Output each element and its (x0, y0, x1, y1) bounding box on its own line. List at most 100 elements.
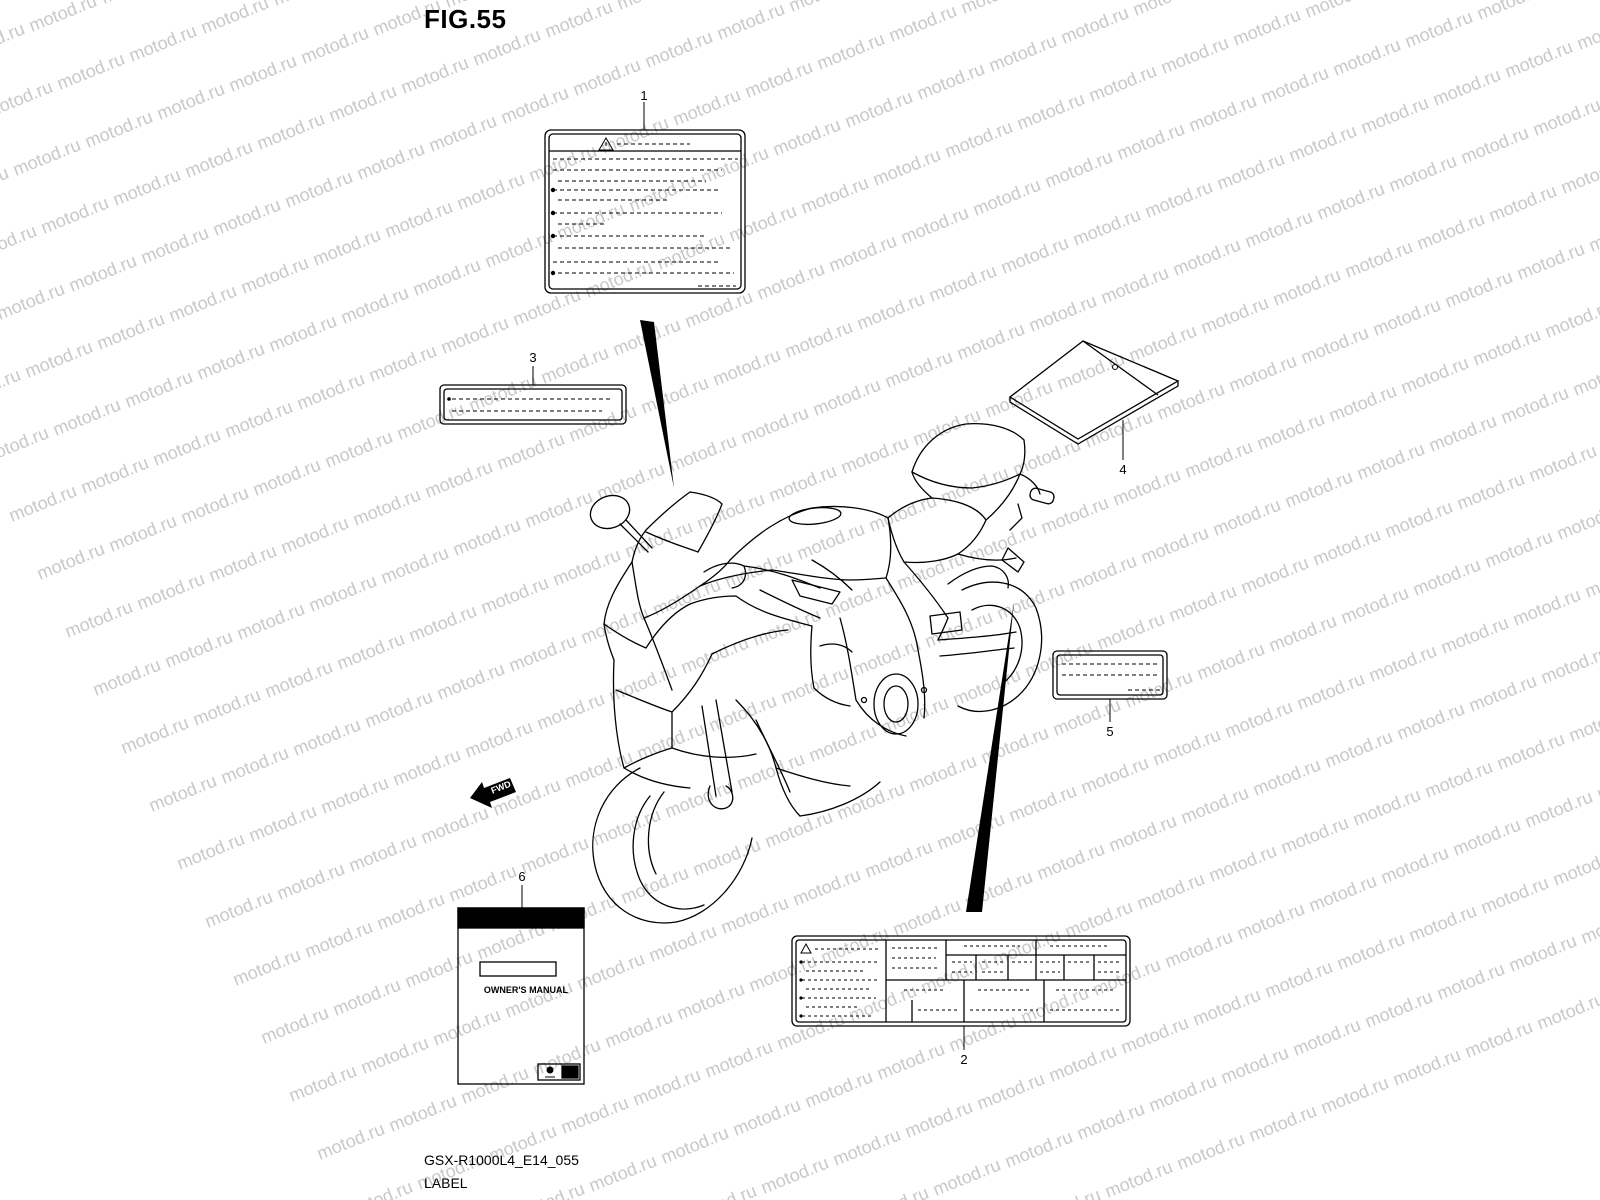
watermark-text: motod.ru (986, 31, 1059, 76)
watermark-text: motod.ru (1378, 843, 1451, 888)
warning-triangle-icon (598, 137, 614, 151)
watermark-text: motod.ru (1006, 781, 1079, 826)
watermark-text: motod.ru (926, 261, 999, 306)
watermark-text: motod.ru (870, 145, 943, 190)
watermark-text: motod.ru (1402, 7, 1475, 52)
watermark-text: motod.ru (1586, 211, 1600, 256)
watermark-text: motod.ru (294, 369, 367, 414)
watermark-text: motod.ru (1182, 437, 1255, 482)
watermark-text: motod.ru (1454, 469, 1527, 514)
watermark-text: motod.ru (1502, 37, 1575, 82)
watermark-text: motod.ru (830, 1125, 903, 1170)
watermark-text: motod.ru (398, 53, 471, 98)
watermark-text: motod.ru (150, 425, 223, 470)
watermark-text: motod.ru (94, 309, 167, 354)
watermark-text: motod.ru (818, 923, 891, 968)
watermark-text: motod.ru (658, 1123, 731, 1168)
watermark-text: motod.ru (706, 691, 779, 736)
watermark-text: motod.ru (862, 837, 935, 882)
watermark-text: motod.ru (1506, 931, 1579, 976)
watermark-text: motod.ru (798, 173, 871, 218)
label-4-card[interactable] (1008, 340, 1180, 445)
watermark-text: motod.ru (350, 485, 423, 530)
watermark-text: motod.ru (602, 1007, 675, 1052)
watermark-text: motod.ru (1290, 1015, 1363, 1060)
watermark-text: motod.ru (478, 573, 551, 618)
watermark-text: motod.ru (410, 255, 483, 300)
watermark-text: motod.ru (138, 223, 211, 268)
warning-triangle-icon (800, 942, 812, 954)
owners-manual[interactable] (457, 907, 585, 1085)
watermark-text: motod.ru (1570, 355, 1600, 400)
watermark-text: motod.ru (1358, 93, 1431, 138)
callout-2: 2 (960, 1026, 968, 1067)
watermark-text: motod.ru (910, 405, 983, 450)
watermark-text: motod.ru (730, 1095, 803, 1140)
watermark-text: motod.ru (1014, 89, 1087, 134)
watermark-text: motod.ru (250, 455, 323, 500)
watermark-text: motod.ru (1210, 495, 1283, 540)
watermark-text: motod.ru (638, 373, 711, 418)
svg-text:5: 5 (1106, 724, 1113, 739)
watermark-text: motod.ru (50, 395, 123, 440)
watermark-text: motod.ru (270, 0, 343, 10)
watermark-text: motod.ru (166, 281, 239, 326)
watermark-text: motod.ru (990, 925, 1063, 970)
watermark-text: motod.ru (22, 337, 95, 382)
watermark-text: motod.ru (1246, 1101, 1319, 1146)
watermark-text: motod.ru (646, 921, 719, 966)
label-2-info[interactable] (791, 935, 1131, 1027)
watermark-text: motod.ru (454, 169, 527, 214)
watermark-text: motod.ru (1482, 527, 1555, 572)
watermark-text: motod.ru (1362, 987, 1435, 1032)
watermark-text: motod.ru (662, 777, 735, 822)
watermark-text: motod.ru (1538, 643, 1600, 688)
watermark-text: motod.ru (1410, 555, 1483, 600)
callout-5: 5 (1106, 699, 1114, 739)
watermark-text: motod.ru (1594, 759, 1600, 804)
watermark-text: motod.ru (614, 0, 687, 14)
watermark-text: motod.ru (1038, 493, 1111, 538)
watermark-text: motod.ru (570, 55, 643, 100)
watermark-text: motod.ru (106, 511, 179, 556)
watermark-text: motod.ru (886, 1, 959, 46)
watermark-text: motod.ru (1150, 725, 1223, 770)
watermark-text: motod.ru (558, 1093, 631, 1138)
watermark-text: motod.ru (426, 111, 499, 156)
watermark-text: motod.ru (1146, 1071, 1219, 1116)
watermark-text: motod.ru (0, 423, 51, 468)
watermark-text: motod.ru (698, 143, 771, 188)
watermark-text: motod.ru (322, 427, 395, 472)
label-1-warning[interactable] (544, 129, 746, 294)
watermark-text: motod.ru (1194, 639, 1267, 684)
watermark-text: motod.ru (354, 139, 427, 184)
watermark-text: motod.ru (90, 655, 163, 700)
watermark-text: motod.ru (1554, 499, 1600, 544)
watermark-text: motod.ru (1338, 583, 1411, 628)
watermark-text: motod.ru (98, 0, 171, 8)
watermark-text: motod.ru (1082, 407, 1155, 452)
watermark-text: motod.ru (1510, 585, 1583, 630)
watermark-text: motod.ru (854, 289, 927, 334)
pointer-wedge-1 (640, 320, 674, 488)
watermark-text: motod.ru (690, 835, 763, 880)
watermark-text: motod.ru (1322, 727, 1395, 772)
watermark-text: motod.ru (1058, 3, 1131, 48)
watermark-text: motod.ru (822, 577, 895, 622)
watermark-text: motod.ru (1158, 33, 1231, 78)
watermark-text: motod.ru (462, 717, 535, 762)
watermark-text: motod.ru (1314, 179, 1387, 224)
watermark-text: motod.ru (858, 1183, 931, 1200)
watermark-text: motod.ru (1206, 841, 1279, 886)
watermark-text: motod.ru (1198, 293, 1271, 338)
watermark-text: motod.ru (918, 953, 991, 998)
watermark-text: motod.ru (574, 949, 647, 994)
watermark-text: motod.ru (282, 167, 355, 212)
watermark-text: motod.ru (1086, 61, 1159, 106)
watermark-text: motod.ru (1306, 871, 1379, 916)
watermark-text: motod.ru (982, 377, 1055, 422)
watermark-text: motod.ru (0, 163, 11, 208)
watermark-text: motod.ru (498, 83, 571, 128)
watermark-text: motod.ru (1438, 613, 1511, 658)
